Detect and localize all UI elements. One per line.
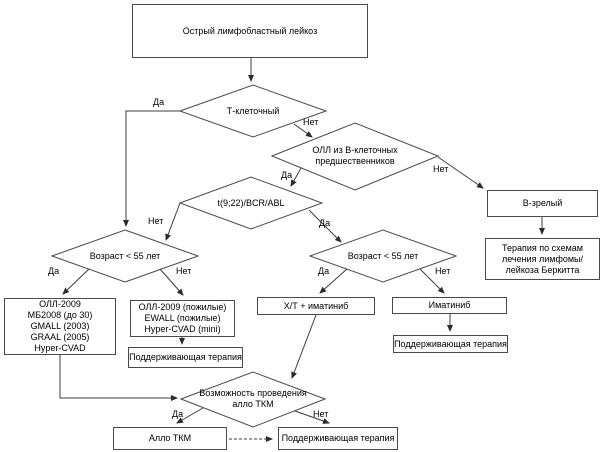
decision-label: Возможность проведения алло ТКМ: [199, 388, 307, 409]
protocol-line: EWALL (пожилые): [144, 313, 221, 323]
edge-allo-yes-to-allo-tkm: [176, 407, 204, 424]
protocol-line: Hyper-CVAD (mini): [144, 324, 221, 334]
node-burkitt-therapy: Терапия по схемам лечения лимфомы/лейкоз…: [485, 238, 600, 280]
decision-label: Т-клеточный: [226, 105, 280, 116]
t-cell-diamond-shape: [178, 84, 328, 138]
edge-label-allo-no: Нет: [313, 409, 329, 419]
edge-allo-no-to-maint-bottom: [294, 410, 330, 424]
edge-t922-no-to-age-left: [165, 202, 181, 241]
node-label: Острый лимфобластный лейкоз: [182, 25, 318, 36]
decision-allo-feasibility: Возможность проведения алло ТКМ: [199, 373, 307, 425]
edge-bprecursor-no-to-bmature: [437, 156, 484, 189]
node-label: Поддерживающая терапия: [281, 433, 395, 443]
edge-label-age-right-yes: Да: [318, 266, 330, 276]
edge-label-tcell-yes: Да: [153, 97, 165, 107]
edge-ht-imatinib-to-allo-diamond: [291, 314, 317, 379]
node-label: Х/Т + иматиниб: [283, 300, 349, 311]
edge-t922-yes-to-age-right: [308, 209, 342, 243]
decision-label: Возраст < 55 лет: [347, 250, 419, 261]
node-label: Иматиниб: [428, 300, 471, 310]
edge-age-left-no-to-protocols-elderly: [159, 268, 184, 296]
decision-label: Возраст < 55 лет: [89, 250, 161, 261]
edge-protocols-young-to-allo-diamond: [59, 355, 178, 401]
edge-age-left-yes-to-protocols-young: [62, 268, 90, 295]
edge-label-t922-yes: Да: [319, 218, 331, 228]
protocol-line: Hyper-CVAD: [34, 343, 86, 353]
decision-age-right: Возраст < 55 лет: [313, 231, 453, 281]
edge-age-right-yes-to-ht-imatinib: [319, 268, 348, 294]
decision-t922-bcr-abl: t(9;22)/BCR/ABL: [181, 178, 321, 228]
node-maintenance-right: Поддерживающая терапия: [393, 335, 508, 353]
b-precursor-diamond-shape: [270, 122, 440, 191]
protocol-line: ОЛЛ-2009: [39, 299, 81, 309]
edge-label-age-left-yes: Да: [48, 266, 60, 276]
decision-age-left: Возраст < 55 лет: [55, 231, 195, 281]
t922-diamond-shape: [178, 176, 324, 230]
decision-label: ОЛЛ из В-клеточных предшественников: [312, 145, 398, 166]
edge-label-bprecursor-yes: Да: [281, 170, 293, 180]
protocol-line: ОЛЛ-2009 (пожилые): [138, 302, 227, 312]
node-label: Алло ТКМ: [148, 433, 192, 443]
edge-label-allo-yes: Да: [172, 409, 184, 419]
edge-bprecursor-yes-to-t922: [290, 167, 302, 187]
node-ht-imatinib: Х/Т + иматиниб: [257, 297, 375, 315]
node-protocols-elderly: ОЛЛ-2009 (пожилые) EWALL (пожилые) Hyper…: [130, 300, 235, 337]
decision-t-cell: Т-клеточный: [183, 86, 323, 136]
edge-label-bprecursor-no: Нет: [433, 164, 449, 174]
node-maintenance-bottom: Поддерживающая терапия: [278, 427, 398, 450]
node-maintenance-left: Поддерживающая терапия: [128, 347, 243, 368]
protocol-line: GRAAL (2005): [30, 332, 90, 342]
node-b-mature: В-зрелый: [487, 190, 598, 217]
node-label: Поддерживающая терапия: [129, 352, 242, 362]
node-allo-tkm: Алло ТКМ: [113, 427, 227, 450]
node-protocols-young: ОЛЛ-2009 МБ2008 (до 30) GMALL (2003) GRA…: [4, 298, 116, 355]
decision-label: t(9;22)/BCR/ABL: [217, 197, 285, 208]
node-label: Поддерживающая терапия: [394, 338, 507, 349]
edge-tcell-yes-to-age-left: [123, 110, 180, 227]
allo-feasibility-diamond-shape: [179, 371, 327, 428]
edge-label-age-left-no: Нет: [176, 266, 192, 276]
node-acute-lymphoblastic-leukemia: Острый лимфобластный лейкоз: [132, 4, 368, 58]
edge-tcell-no-to-bprecursor: [293, 123, 313, 138]
protocol-line: МБ2008 (до 30): [27, 310, 93, 320]
node-imatinib: Иматиниб: [392, 297, 507, 314]
decision-b-precursor: ОЛЛ из В-клеточных предшественников: [303, 124, 407, 188]
node-label: В-зрелый: [522, 198, 563, 208]
edge-age-right-no-to-imatinib: [419, 268, 445, 294]
edge-label-tcell-no: Нет: [303, 117, 319, 127]
edge-label-age-right-no: Нет: [435, 266, 451, 276]
edge-label-t922-no: Нет: [148, 216, 164, 226]
node-label: Терапия по схемам лечения лимфомы/лейкоз…: [501, 242, 584, 275]
protocol-line: GMALL (2003): [30, 321, 90, 331]
